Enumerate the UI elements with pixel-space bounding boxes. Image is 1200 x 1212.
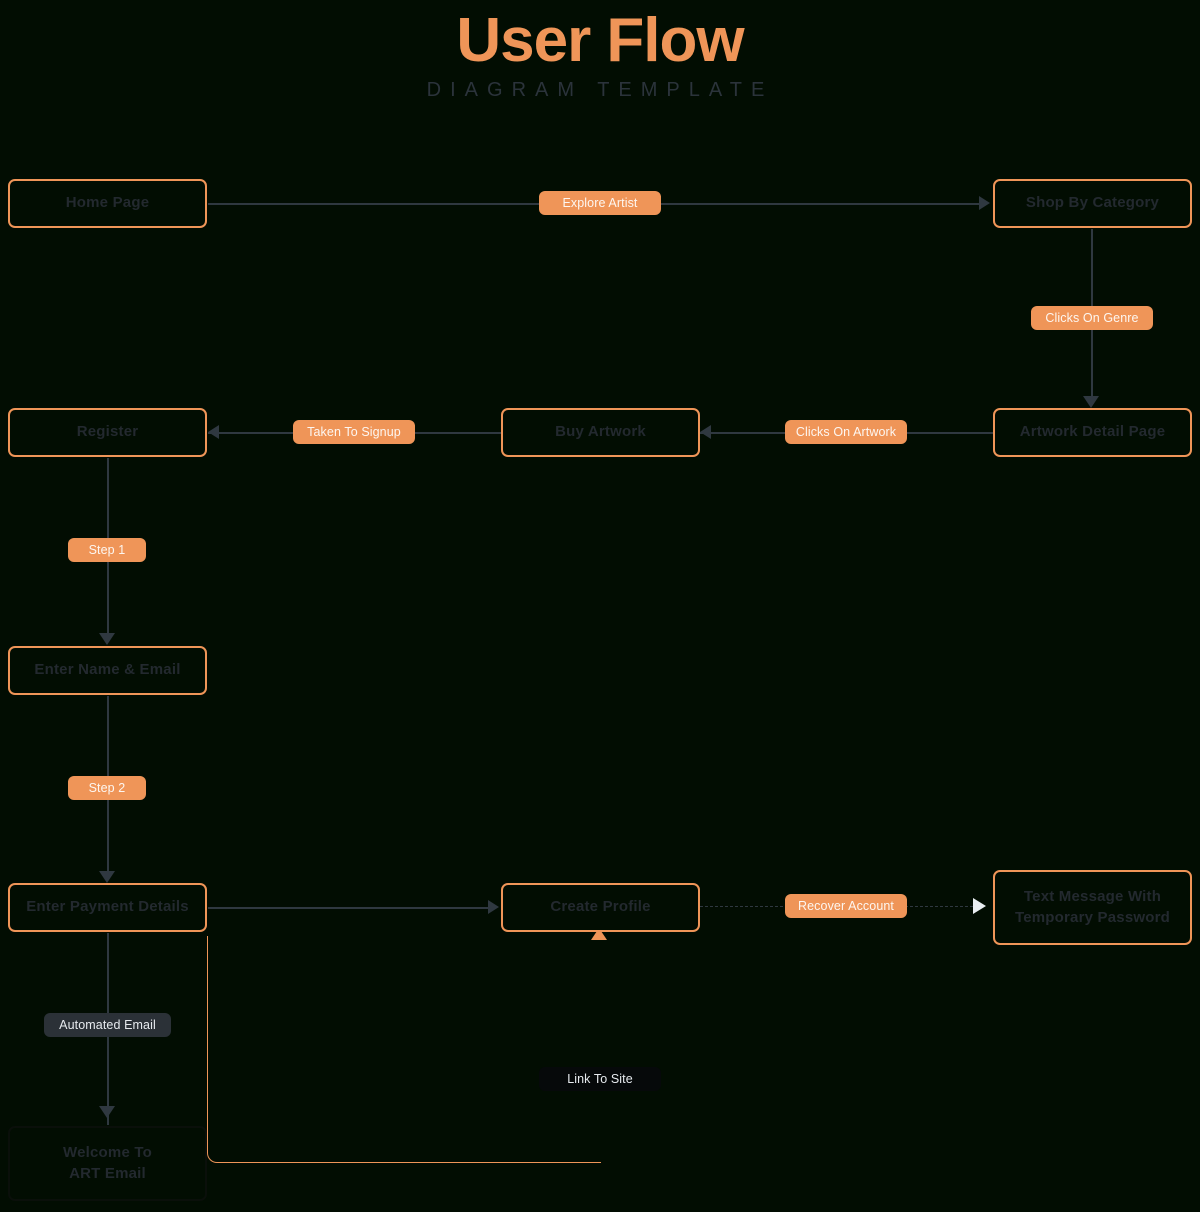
edge-label-taken-to-signup[interactable]: Taken To Signup <box>293 420 415 444</box>
node-welcome-email-line-1: Welcome To <box>63 1144 152 1162</box>
arrowhead-enter-name-to-payment <box>99 871 115 883</box>
node-buy-artwork[interactable]: Buy Artwork <box>501 408 700 457</box>
edge-payment-to-create-profile <box>208 907 494 909</box>
arrowhead-artwork-detail-to-buy <box>700 425 711 439</box>
edge-label-step-1[interactable]: Step 1 <box>68 538 146 562</box>
edge-label-step-2[interactable]: Step 2 <box>68 776 146 800</box>
node-register[interactable]: Register <box>8 408 207 457</box>
node-welcome-email-line-2: ART Email <box>69 1164 146 1182</box>
page-subtitle: DIAGRAM TEMPLATE <box>426 79 774 102</box>
arrowhead-shop-to-artwork-detail <box>1083 396 1099 408</box>
node-create-profile[interactable]: Create Profile <box>501 883 700 932</box>
node-enter-name-email[interactable]: Enter Name & Email <box>8 646 207 695</box>
arrowhead-register-to-enter-name <box>99 633 115 645</box>
node-artwork-detail-page[interactable]: Artwork Detail Page <box>993 408 1192 457</box>
edge-label-clicks-on-artwork[interactable]: Clicks On Artwork <box>785 420 907 444</box>
edge-label-link-to-site[interactable]: Link To Site <box>539 1067 661 1091</box>
node-welcome-to-art-email[interactable]: Welcome To ART Email <box>8 1126 207 1201</box>
arrowhead-home-to-shop <box>979 196 990 210</box>
arrowhead-payment-to-welcome-email <box>99 1106 115 1118</box>
node-text-message-line-1: Text Message With <box>1023 888 1162 906</box>
edge-label-automated-email[interactable]: Automated Email <box>44 1013 171 1037</box>
edge-label-clicks-on-genre[interactable]: Clicks On Genre <box>1031 306 1153 330</box>
arrowhead-buy-to-register <box>208 425 219 439</box>
node-home-page[interactable]: Home Page <box>8 179 207 228</box>
arrowhead-create-profile-to-text-message <box>973 898 986 914</box>
edge-label-explore-artist[interactable]: Explore Artist <box>539 191 661 215</box>
node-text-message-line-2: Temporary Password <box>1014 908 1171 926</box>
arrowhead-payment-to-create-profile <box>488 900 499 914</box>
page-title: User Flow <box>456 6 744 75</box>
node-shop-by-category[interactable]: Shop By Category <box>993 179 1192 228</box>
node-enter-payment-details[interactable]: Enter Payment Details <box>8 883 207 932</box>
edge-label-recover-account[interactable]: Recover Account <box>785 894 907 918</box>
diagram-header: User Flow DIAGRAM TEMPLATE <box>0 0 1200 102</box>
node-text-message-temporary-password[interactable]: Text Message With Temporary Password <box>993 870 1192 945</box>
edge-welcome-email-to-create-profile <box>207 936 601 1163</box>
